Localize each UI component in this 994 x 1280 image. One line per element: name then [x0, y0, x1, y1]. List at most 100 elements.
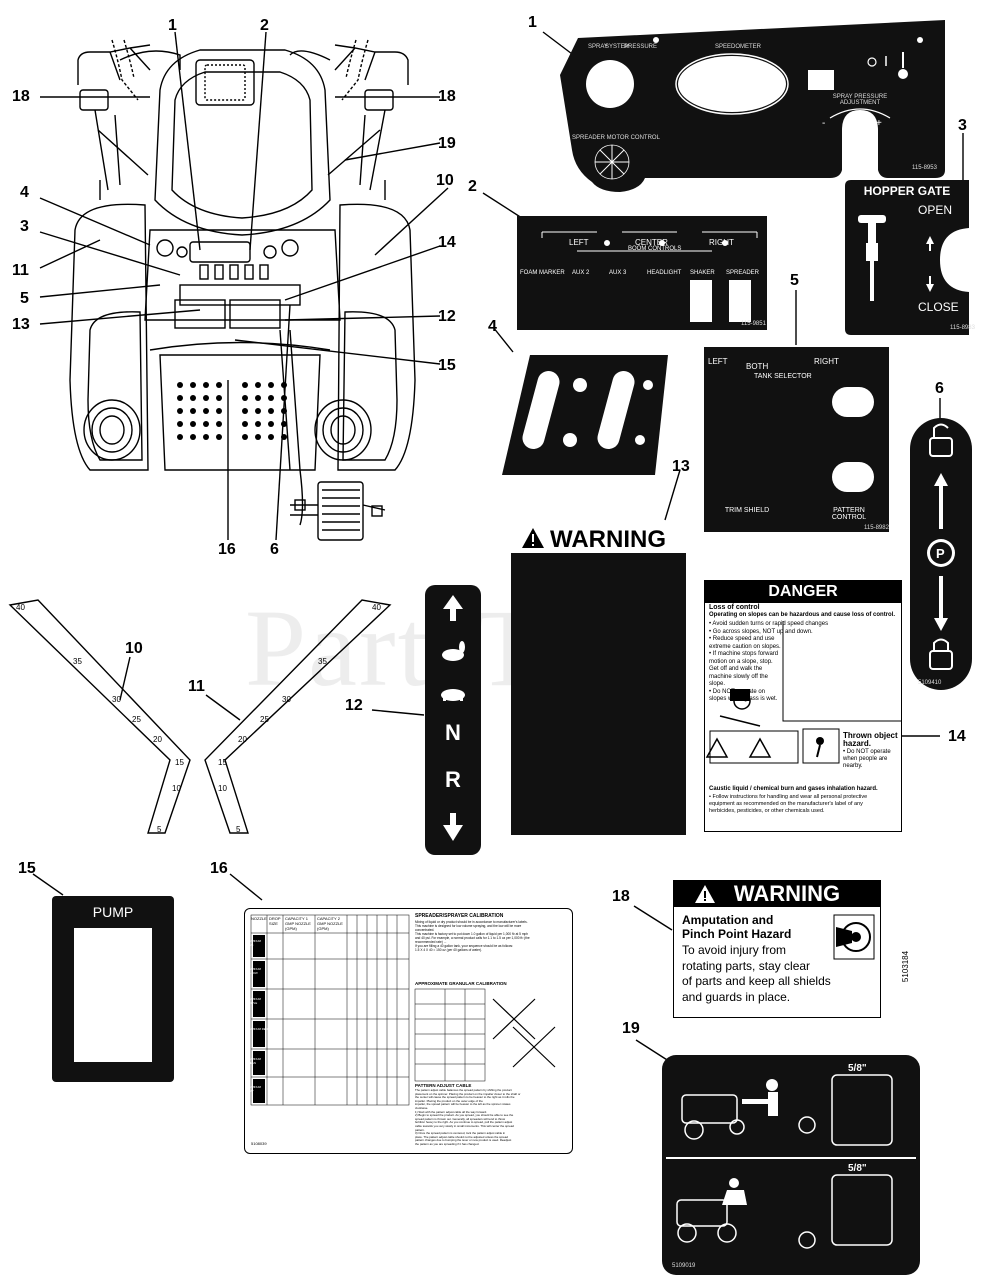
decal-18: WARNING Amputation and Pinch Point Hazar…	[673, 880, 881, 1018]
decal-2-switch-aux3: AUX 3	[609, 270, 627, 276]
decal-5-right: RIGHT	[814, 357, 839, 366]
decal-2-boom: BOOM CONTROLS	[628, 246, 682, 252]
decal-16-header-drop: DROP SIZE	[269, 916, 281, 926]
decal-14-caustic-lines: • Follow instructions for handling and w…	[709, 794, 897, 815]
warning-triangle-icon	[695, 885, 715, 903]
callout-13: 13	[12, 316, 30, 333]
decal-16-cal-title: SPREADER/SPRAYER CALIBRATION	[415, 913, 504, 919]
decal-6: P 5109410	[910, 418, 972, 690]
decal-1-part-number: 115-8953	[912, 165, 937, 171]
decal-16-pattern-line: The pattern adjust cable balances the sp…	[415, 1088, 512, 1092]
callout-2: 2	[260, 17, 269, 34]
decal-18-part: 5103184	[901, 950, 911, 983]
decal-5-both: BOTH	[746, 362, 769, 371]
decal-16-pattern-line: clockwise.	[415, 1105, 429, 1110]
decal-1-label-pressure: PRESSURE	[624, 44, 658, 50]
decal-5-tank: TANK SELECTOR	[754, 373, 812, 380]
decal-19-size-bottom: 5/8"	[848, 1163, 867, 1174]
decal-16-cal-line: and 40 psi. For example, a normal produc…	[415, 936, 530, 940]
decal-18-body-line: To avoid injury from	[682, 943, 787, 957]
decal-5-knob-bottom	[832, 462, 874, 492]
decal-2-center: CENTER	[635, 238, 668, 247]
decal-12-reverse: R	[445, 767, 461, 792]
decal-16-cal-line: If you are filling a 40 gallon tank, you…	[415, 944, 513, 948]
decal-2: BOOM CONTROLS LEFT CENTER RIGHT FOAM MAR…	[517, 216, 767, 330]
decal-6-icons: P	[927, 423, 955, 670]
decal-16-pattern-line: 3) Once the spread pattern is centered, …	[415, 1131, 506, 1136]
decal-14-bullet: • If machine stops forward	[709, 651, 779, 657]
decal-2-switch-headlight: HEADLIGHT	[647, 270, 682, 276]
decal-1-callout: 1	[528, 14, 537, 31]
decal-2-switch-foam: FOAM MARKER	[520, 270, 565, 276]
decal-14-header: DANGER	[705, 581, 901, 603]
decal-2-right: RIGHT	[709, 238, 734, 247]
decal-11-tick-40: 40	[372, 603, 381, 612]
decal-14-caustic-line: herbicides, pesticides, or other chemica…	[709, 808, 825, 814]
decal-10-tick-20: 20	[153, 735, 162, 744]
decal-13-title: WARNING	[550, 526, 666, 553]
decal-11-tick-30: 30	[282, 695, 291, 704]
decal-16-part: 5108039	[251, 1141, 267, 1146]
decal-16-pattern-line: fertilizer heavy to the right. As you co…	[415, 1120, 513, 1125]
decal-1-label-system: SYSTEM	[605, 44, 630, 50]
decal-19-part: 5109019	[672, 1263, 696, 1269]
decal-1-label-speedometer: SPEEDOMETER	[715, 44, 762, 50]
decal-14-thrown-title-2: hazard.	[843, 739, 872, 748]
decal-11-tick-25: 25	[260, 715, 269, 724]
decal-16-pattern-line: placement on the spinner. Placing the pr…	[415, 1091, 521, 1096]
decal-16-group-5: ALUMINUM GREEN	[246, 1057, 261, 1065]
decal-14-thrown-line: when people are	[843, 756, 888, 762]
decal-10-callout: 10	[125, 640, 143, 657]
decal-2-left: LEFT	[569, 238, 589, 247]
decal-14-bullet: motion on a slope, stop.	[709, 658, 773, 665]
callout-3: 3	[20, 218, 29, 235]
decal-14-thrown-line: nearby.	[843, 763, 863, 769]
decal-1-label-spray-pressure: SPRAY PRESSURE ADJUSTMENT	[832, 94, 888, 106]
decal-16-gran-title: APPROXIMATE GRANULAR CALIBRATION	[415, 981, 507, 986]
callout-4: 4	[20, 184, 29, 201]
decal-18-callout: 18	[612, 888, 630, 905]
callout-5: 5	[20, 290, 29, 307]
decal-16-group-2: ALUMINUM YELLOW	[246, 967, 261, 975]
decal-16-cal-line: 1.5 X 4 X 40 = 150 oz (per 40 gallons of…	[415, 948, 482, 952]
decal-14-callout: 14	[948, 728, 966, 745]
decal-2-switch-spreader: SPREADER	[726, 270, 760, 276]
decal-10-tick-5: 5	[157, 825, 162, 834]
decal-19-callout: 19	[622, 1020, 640, 1037]
decal-10-tick-10: 10	[172, 784, 181, 793]
decal-19-pictograms	[676, 1074, 893, 1249]
decal-16-header-cap1: CAPACITY 1 GMP NOZZLE (GPM)	[285, 916, 311, 931]
decal-15-window	[74, 928, 152, 1062]
decal-14-caustic: Caustic liquid / chemical burn and gases…	[709, 786, 878, 792]
decal-16-pattern-line: place. The pattern adjust cable should n…	[415, 1134, 508, 1139]
callout-1: 1	[168, 17, 177, 34]
decal-16-header-cap2: CAPACITY 2 GMP NOZZLE (GPM)	[317, 916, 343, 931]
decal-14-bullet: machine slowly off the	[709, 673, 768, 680]
callout-12: 12	[438, 308, 456, 325]
decal-2-callout: 2	[468, 178, 477, 195]
decal-16-cal-line: This machine is factory set to put down …	[415, 932, 529, 936]
decal-10-tick-15: 15	[175, 758, 184, 767]
decal-14-bullet: extreme caution on slopes.	[709, 643, 781, 650]
decal-15-callout: 15	[18, 860, 36, 877]
decal-3-close: CLOSE	[918, 300, 959, 314]
decal-3-title: HOPPER GATE	[863, 184, 951, 198]
decal-11-tick-35: 35	[318, 657, 327, 666]
decal-11-tick-20: 20	[238, 735, 247, 744]
decal-16-cal-text: Mixing of liquid or dry product should b…	[415, 920, 570, 952]
decal-10-tick-25: 25	[132, 715, 141, 724]
decal-16: NOZZLE DROP SIZE CAPACITY 1 GMP NOZZLE (…	[244, 908, 573, 1154]
decal-10-tick-40: 40	[16, 603, 25, 612]
decal-14-bullet: slope.	[709, 681, 726, 687]
decal-18-line2: Pinch Point Hazard	[682, 927, 792, 941]
decal-1-label-spray: SPRAY	[588, 44, 608, 50]
callout-11: 11	[12, 262, 29, 279]
decal-10-tick-30: 30	[112, 695, 121, 704]
decal-1-label-spreader: SPREADER MOTOR CONTROL	[572, 135, 660, 141]
decal-16-pattern-line: impeller, the spread pattern will be hea…	[415, 1102, 511, 1107]
decal-18-pinch-icon	[833, 914, 875, 960]
